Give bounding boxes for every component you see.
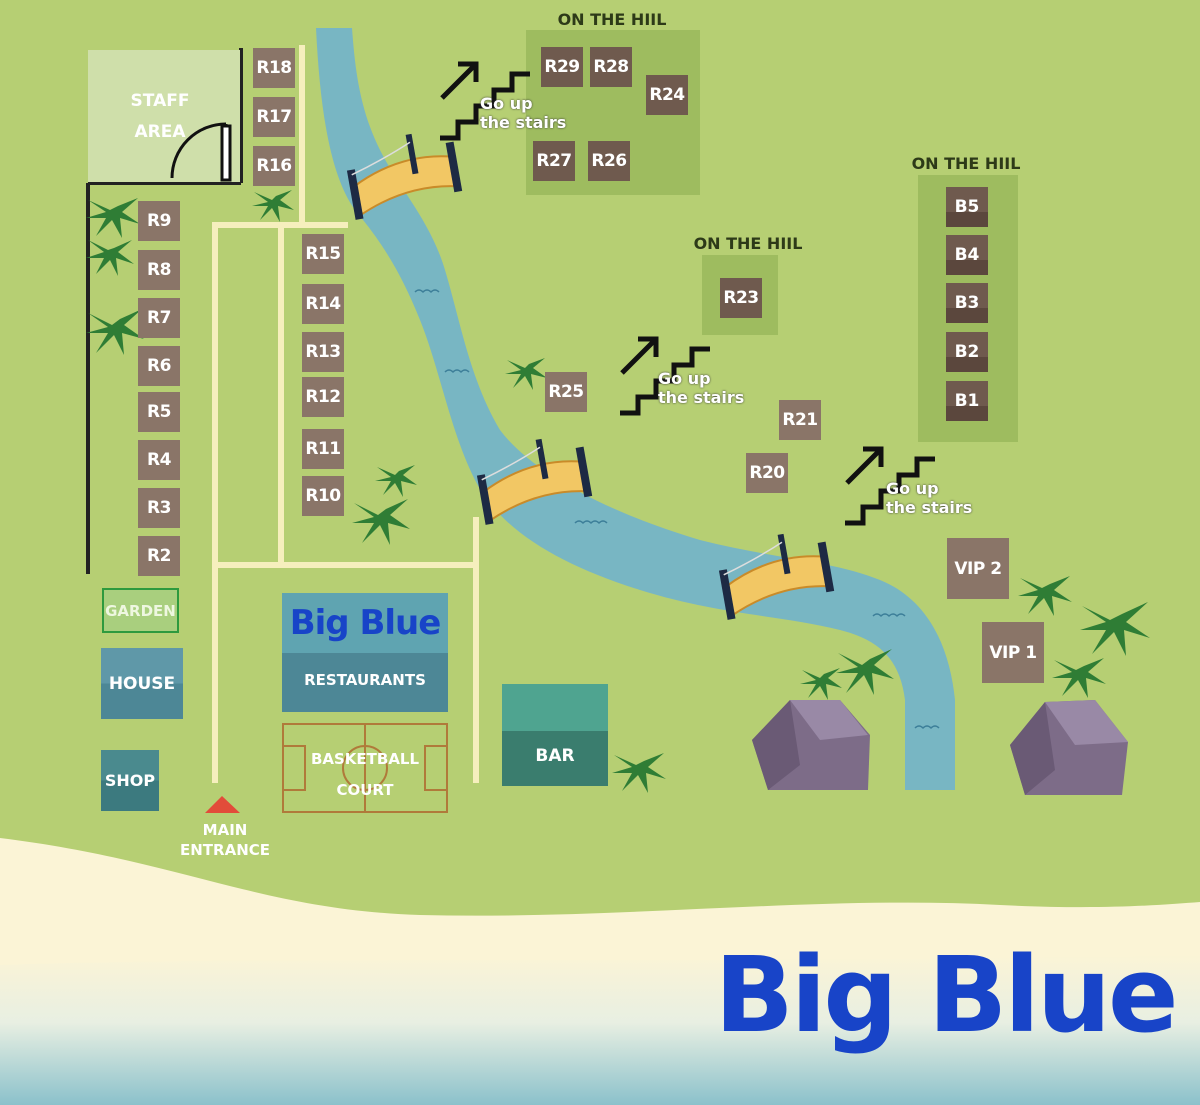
shop[interactable]: SHOP [101,750,159,811]
room-r11[interactable]: R11 [302,429,344,469]
restaurant-building[interactable]: Big Blue RESTAURANTS [282,593,448,712]
stairs-text-1: Go up the stairs [480,94,567,132]
room-r20[interactable]: R20 [746,453,788,493]
room-r26[interactable]: R26 [588,141,630,181]
stairs-text-2: Go up the stairs [658,369,745,407]
room-r28[interactable]: R28 [590,47,632,87]
room-r8[interactable]: R8 [138,250,180,290]
room-r14[interactable]: R14 [302,284,344,324]
hill-label-top: ON THE HIIL [557,10,667,29]
room-r17[interactable]: R17 [253,97,295,137]
room-r16[interactable]: R16 [253,146,295,186]
stairs-text-3: Go up the stairs [886,479,973,517]
bunk-b4[interactable]: B4 [946,235,988,275]
bunk-b5[interactable]: B5 [946,187,988,227]
entrance-marker-icon [205,796,240,813]
staff-area-label: STAFF AREA [130,91,190,142]
room-r5[interactable]: R5 [138,392,180,432]
big-blue-logo: Big Blue [714,934,1178,1056]
room-r7[interactable]: R7 [138,298,180,338]
house[interactable]: HOUSE [101,648,183,719]
bar-label: BAR [535,746,575,766]
room-r6[interactable]: R6 [138,346,180,386]
room-r18[interactable]: R18 [253,48,295,88]
hill-label-r23: ON THE HIIL [693,234,803,253]
restaurants-label [282,653,448,712]
hill-label-bunks: ON THE HIIL [911,154,1021,173]
room-r25[interactable]: R25 [545,372,587,412]
room-r27[interactable]: R27 [533,141,575,181]
room-r9[interactable]: R9 [138,201,180,241]
stairs-icons [440,61,935,526]
room-vip-2[interactable]: VIP 2 [947,538,1009,599]
main-entrance-label: MAIN ENTRANCE [180,821,270,859]
room-r12[interactable]: R12 [302,377,344,417]
room-r3[interactable]: R3 [138,488,180,528]
palm-icons [86,190,1150,793]
room-r23[interactable]: R23 [720,278,762,318]
room-vip-1[interactable]: VIP 1 [982,622,1044,683]
basketball-court[interactable]: BASKETBALL COURT [310,750,420,799]
river [316,28,955,790]
bunk-b3[interactable]: B3 [946,283,988,323]
bridges [346,133,835,620]
bunk-b1[interactable]: B1 [946,381,988,421]
restaurant-logo: Big Blue [289,603,442,643]
sea [0,955,1200,1105]
room-r24[interactable]: R24 [646,75,688,115]
bar-building[interactable]: BAR [502,684,608,786]
room-r4[interactable]: R4 [138,440,180,480]
room-r29[interactable]: R29 [541,47,583,87]
room-r13[interactable]: R13 [302,332,344,372]
rock-icons [752,700,1128,795]
garden[interactable]: GARDEN [102,588,179,633]
room-r10[interactable]: R10 [302,476,344,516]
bunk-b2[interactable]: B2 [946,332,988,372]
room-r21[interactable]: R21 [779,400,821,440]
room-r2[interactable]: R2 [138,536,180,576]
room-r15[interactable]: R15 [302,234,344,274]
restaurants-text: RESTAURANTS [304,671,426,689]
